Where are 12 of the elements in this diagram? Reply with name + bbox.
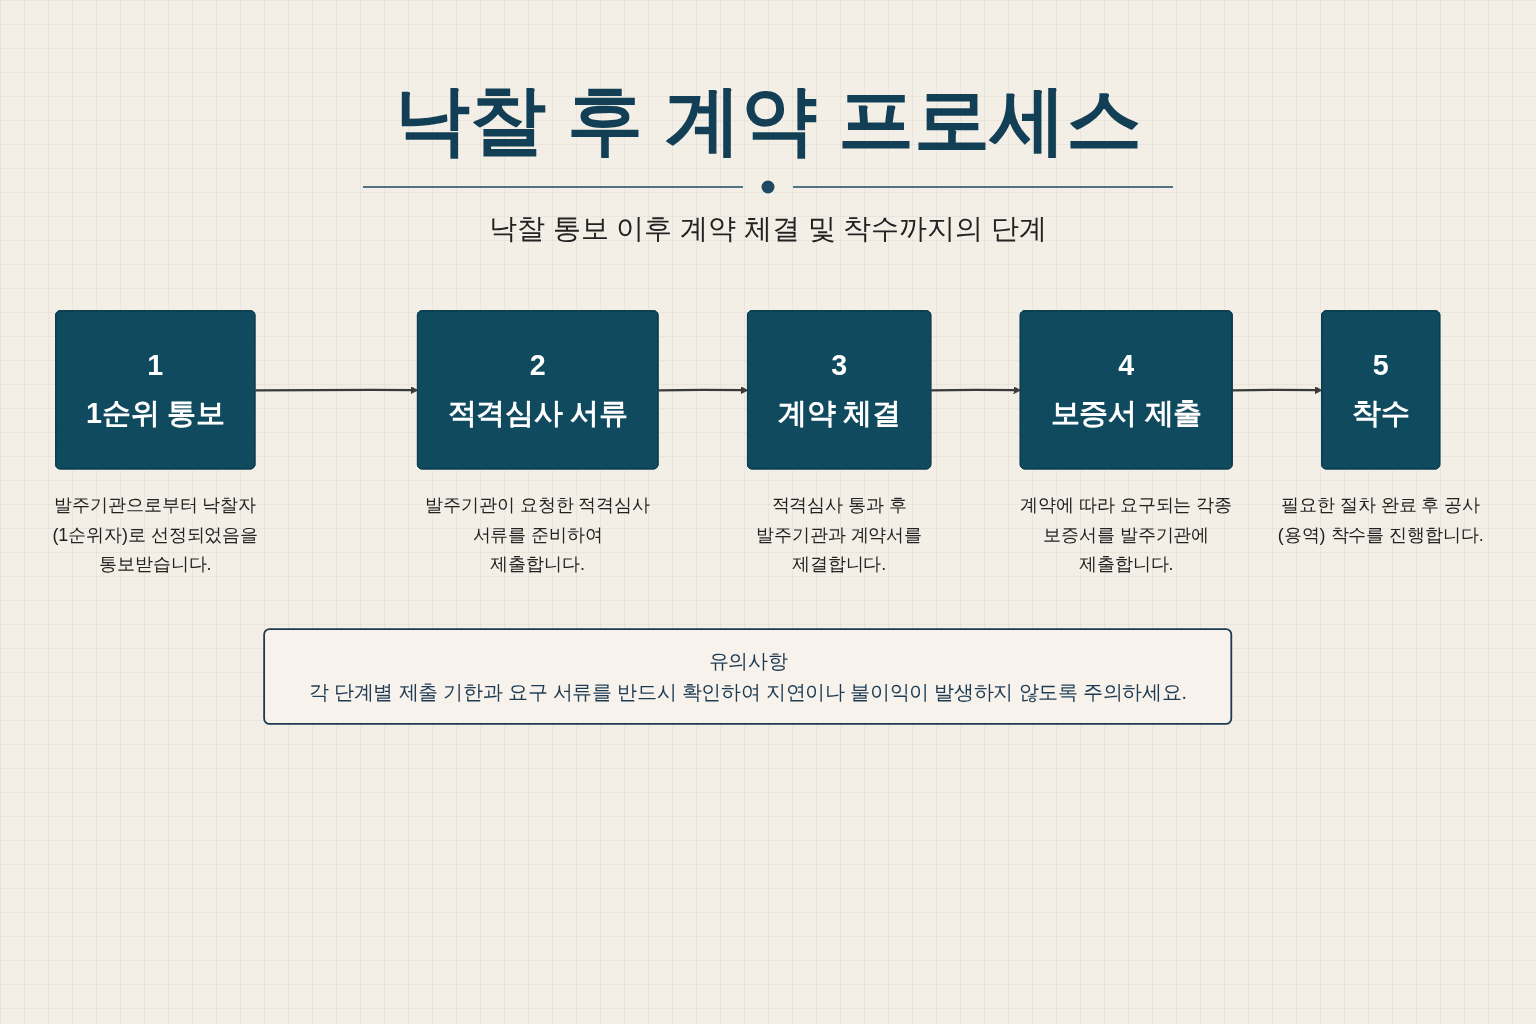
arrow — [255, 386, 419, 395]
arrow — [1232, 386, 1323, 395]
title: 낙찰 후 계약 프로세스 — [394, 78, 1142, 162]
subtitle: 낙찰 통보 이후 계약 체결 및 착수까지의 단계 — [488, 211, 1048, 246]
node-box: 유의사항 각 단계별 제출 기한과 요구 서류를 반드시 확인하여 지연이나 불이익이 발생하지 않도록 주의하세요. — [263, 628, 1233, 725]
step-description: 필요한 절차 완료 후 공사(용역) 착수를 진행합니다. — [1276, 493, 1485, 547]
step-description: 발주기관이 요청한 적격심사 서류를 준비하여 제출합니다. — [424, 493, 652, 576]
arrow — [931, 386, 1022, 395]
step-description: 적격심사 통과 후 발주기관과 계약서를 제결합니다. — [755, 493, 924, 576]
step-description: 계약에 따라 요구되는 각종 보증서를 발주기관에 제출합니다. — [1019, 493, 1234, 576]
arrow — [658, 386, 749, 395]
step-description: 발주기관으로부터 낙찰자(1순위자)로 선정되었음을 통보받습니다. — [51, 493, 260, 576]
